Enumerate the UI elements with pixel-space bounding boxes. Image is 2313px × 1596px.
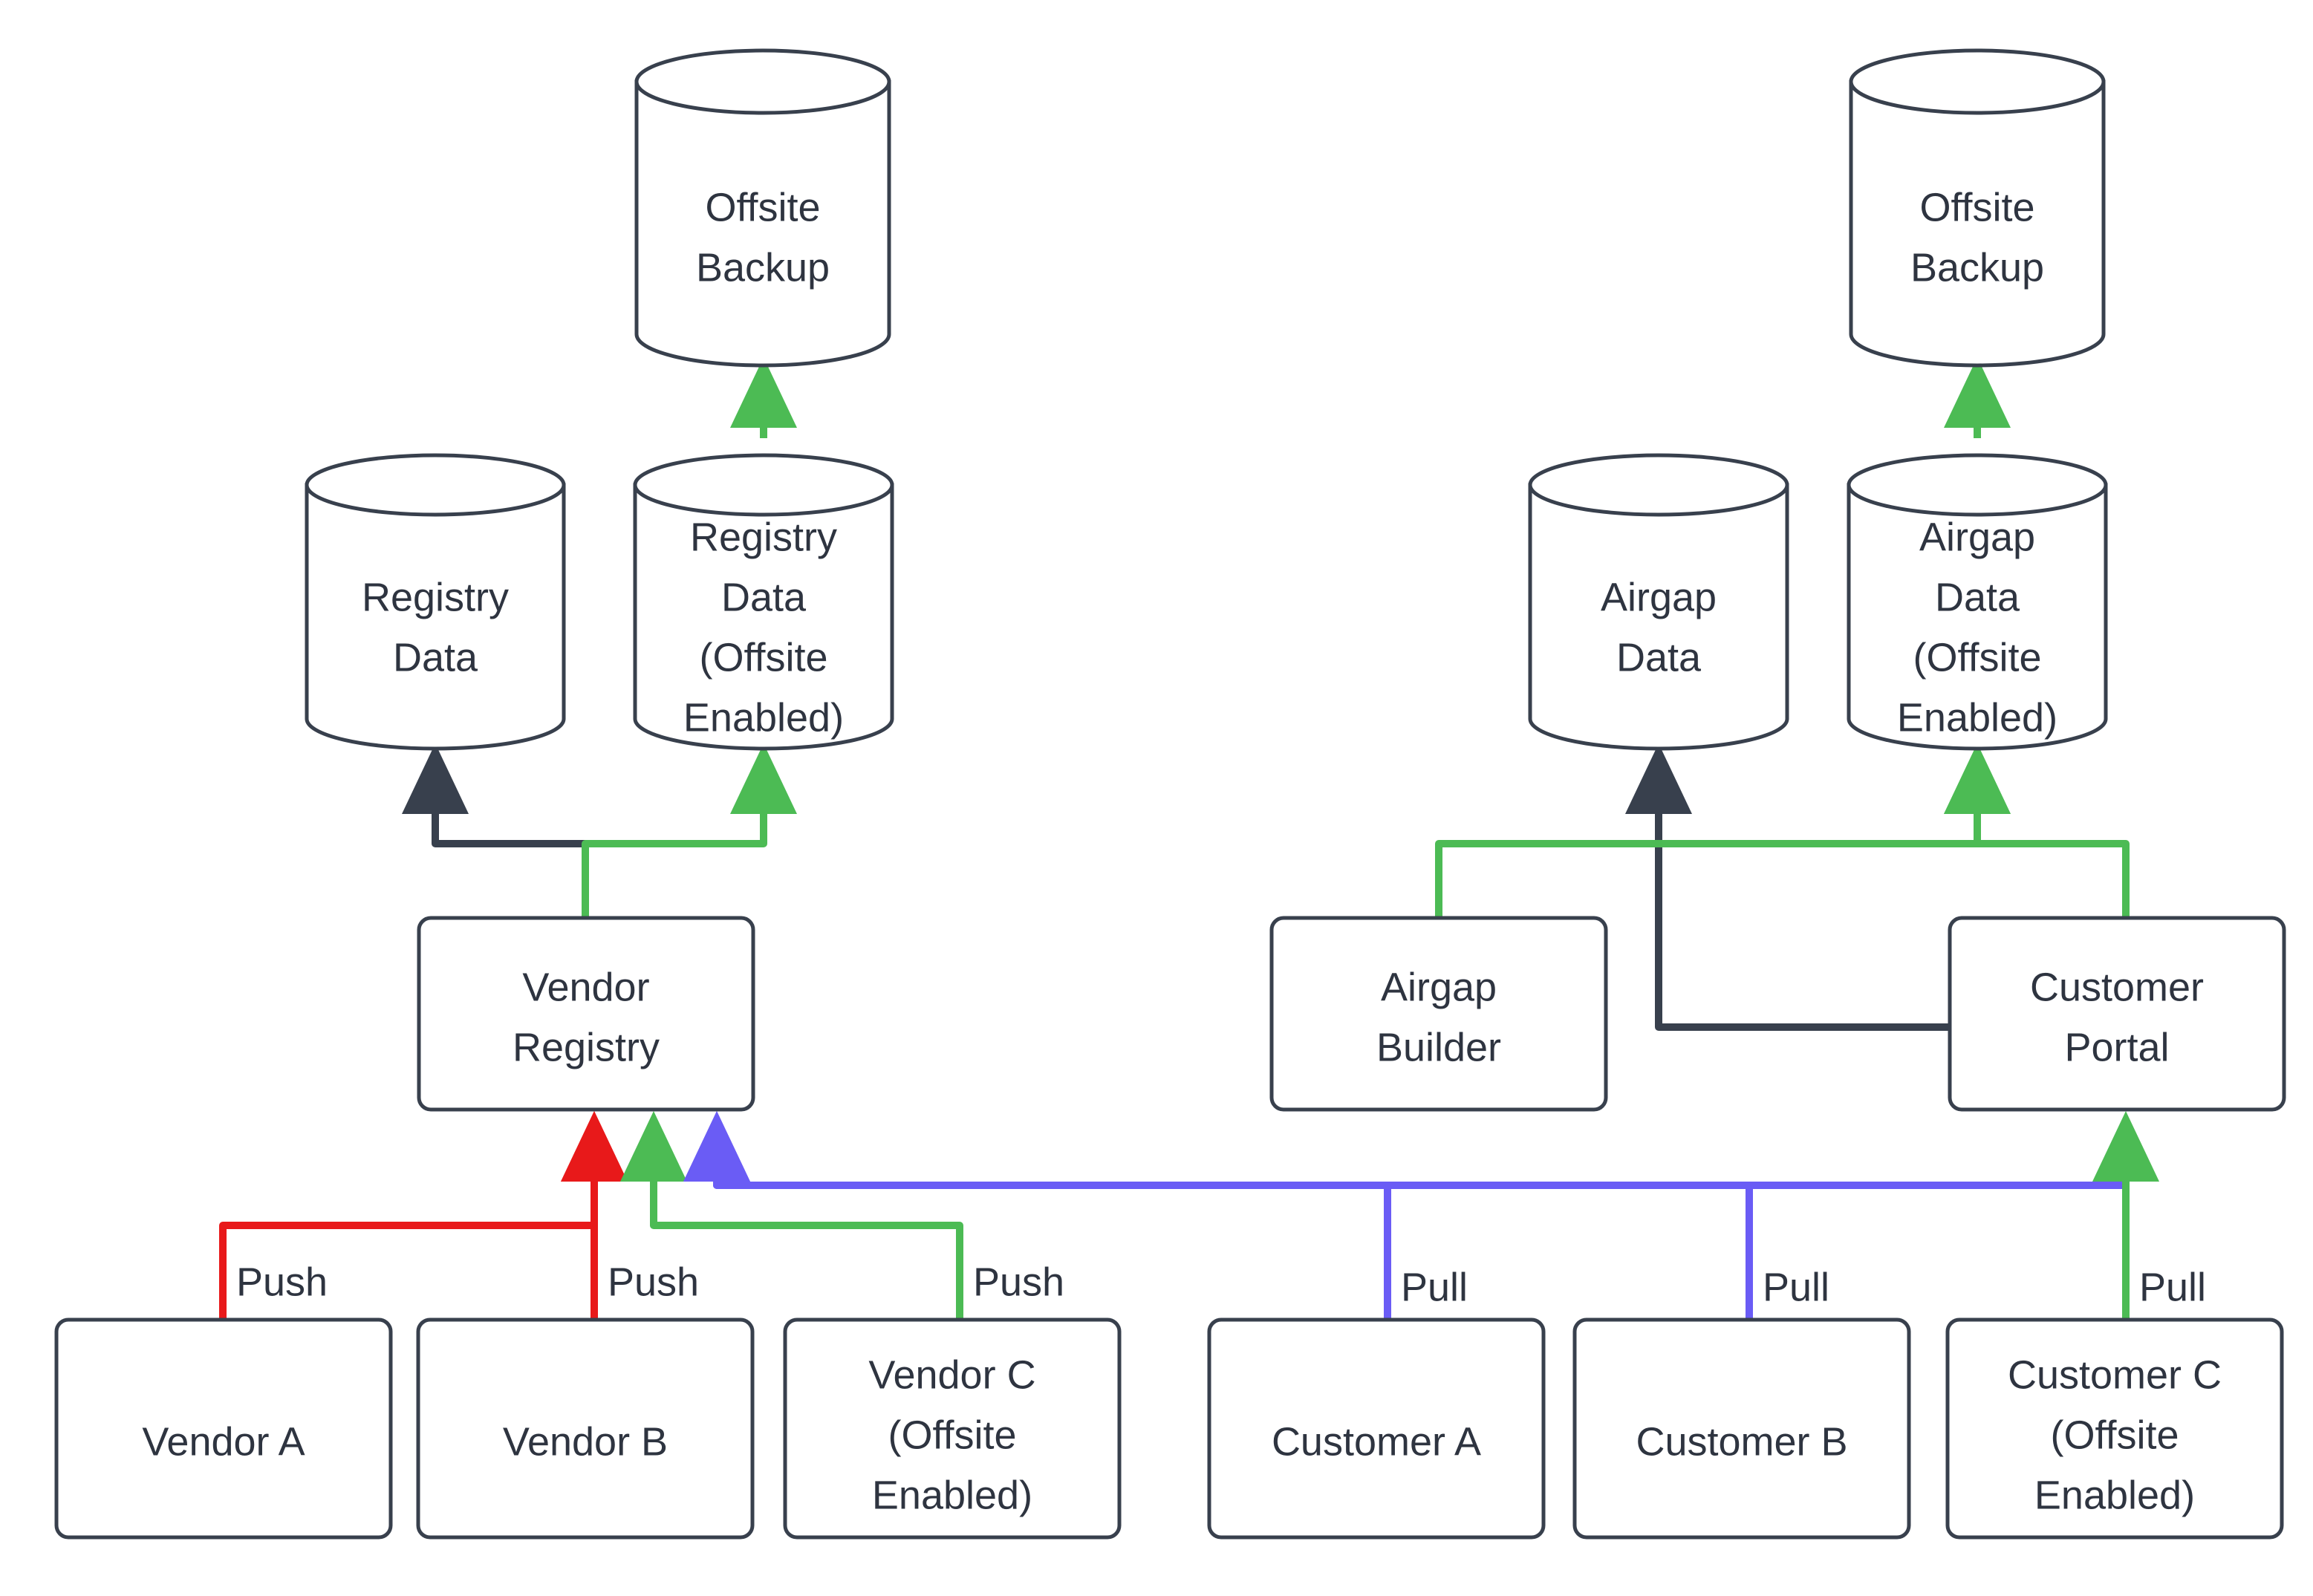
edge-label-vendor-c-push: Push bbox=[973, 1260, 1064, 1304]
registry-data-offsite-label-4: Enabled) bbox=[683, 695, 844, 740]
node-customer-a[interactable]: Customer A bbox=[1207, 1317, 1546, 1540]
node-airgap-data-offsite[interactable]: Airgap Data (Offsite Enabled) bbox=[1847, 453, 2108, 751]
airgap-data-offsite-label-3: (Offsite bbox=[1913, 635, 2041, 680]
node-vendor-c[interactable]: Vendor C (Offsite Enabled) bbox=[783, 1317, 1122, 1540]
edge-label-vendor-b-push: Push bbox=[608, 1260, 699, 1304]
edge-vendor-registry-to-registry-data-offsite bbox=[582, 743, 797, 916]
vendor-c-label-2: (Offsite bbox=[888, 1413, 1016, 1457]
airgap-builder-label-2: Builder bbox=[1376, 1025, 1501, 1069]
vendor-a-label: Vendor A bbox=[142, 1419, 305, 1464]
edge-label-customer-c-pull: Pull bbox=[2139, 1265, 2206, 1309]
customer-b-label: Customer B bbox=[1636, 1419, 1847, 1464]
customer-portal-label-2: Portal bbox=[2064, 1025, 2169, 1069]
node-offsite-backup-right[interactable]: Offsite Backup bbox=[1849, 48, 2106, 368]
vendor-c-label-3: Enabled) bbox=[872, 1473, 1032, 1517]
offsite-backup-right-label-2: Backup bbox=[1910, 245, 2044, 290]
node-vendor-b[interactable]: Vendor B bbox=[416, 1317, 755, 1540]
registry-data-label-2: Data bbox=[393, 635, 478, 680]
vendor-c-label-1: Vendor C bbox=[868, 1352, 1035, 1397]
vendor-b-label: Vendor B bbox=[503, 1419, 668, 1464]
offsite-backup-right-label-1: Offsite bbox=[1919, 185, 2034, 229]
node-offsite-backup-left[interactable]: Offsite Backup bbox=[634, 48, 891, 368]
edge-label-vendor-a-push: Push bbox=[236, 1260, 328, 1304]
edge-label-customer-b-pull: Pull bbox=[1763, 1265, 1829, 1309]
edge-vendor-registry-to-registry-data bbox=[402, 743, 589, 916]
node-airgap-builder[interactable]: Airgap Builder bbox=[1269, 916, 1608, 1112]
node-registry-data[interactable]: Registry Data bbox=[305, 453, 566, 751]
airgap-data-offsite-label-2: Data bbox=[1935, 575, 2020, 619]
offsite-backup-left-label-2: Backup bbox=[696, 245, 830, 290]
vendor-registry-label-2: Registry bbox=[513, 1025, 660, 1069]
node-customer-b[interactable]: Customer B bbox=[1572, 1317, 1911, 1540]
node-customer-portal[interactable]: Customer Portal bbox=[1948, 916, 2286, 1112]
customer-c-label-1: Customer C bbox=[2008, 1352, 2222, 1397]
customer-c-label-2: (Offsite bbox=[2050, 1413, 2179, 1457]
customer-a-label: Customer A bbox=[1272, 1419, 1481, 1464]
node-vendor-a[interactable]: Vendor A bbox=[54, 1317, 393, 1540]
airgap-data-offsite-label-4: Enabled) bbox=[1897, 695, 2057, 740]
customer-c-label-3: Enabled) bbox=[2034, 1473, 2195, 1517]
node-registry-data-offsite[interactable]: Registry Data (Offsite Enabled) bbox=[633, 453, 894, 751]
registry-data-label-1: Registry bbox=[362, 575, 509, 619]
offsite-backup-left-label-1: Offsite bbox=[705, 185, 820, 229]
node-airgap-data[interactable]: Airgap Data bbox=[1528, 453, 1789, 751]
airgap-data-label-2: Data bbox=[1616, 635, 1702, 680]
node-customer-c[interactable]: Customer C (Offsite Enabled) bbox=[1945, 1317, 2284, 1540]
airgap-data-offsite-label-1: Airgap bbox=[1919, 515, 2035, 559]
edge-customer-b-pull bbox=[683, 1110, 1753, 1318]
registry-data-offsite-label-3: (Offsite bbox=[699, 635, 827, 680]
airgap-data-label-1: Airgap bbox=[1601, 575, 1717, 619]
edge-label-customer-a-pull: Pull bbox=[1401, 1265, 1468, 1309]
vendor-registry-label-1: Vendor bbox=[522, 965, 649, 1009]
registry-data-offsite-label-1: Registry bbox=[690, 515, 837, 559]
node-vendor-registry[interactable]: Vendor Registry bbox=[417, 916, 755, 1112]
edge-customer-portal-to-airgap-data-offsite bbox=[1944, 743, 2130, 916]
edge-customer-portal-to-airgap-data bbox=[1625, 743, 1948, 1031]
airgap-builder-label-1: Airgap bbox=[1381, 965, 1497, 1009]
registry-data-offsite-label-2: Data bbox=[721, 575, 807, 619]
customer-portal-label-1: Customer bbox=[2030, 965, 2204, 1009]
edge-airgap-builder-to-airgap-data-offsite bbox=[1435, 743, 2011, 916]
edge-vendor-c-push bbox=[620, 1110, 963, 1318]
